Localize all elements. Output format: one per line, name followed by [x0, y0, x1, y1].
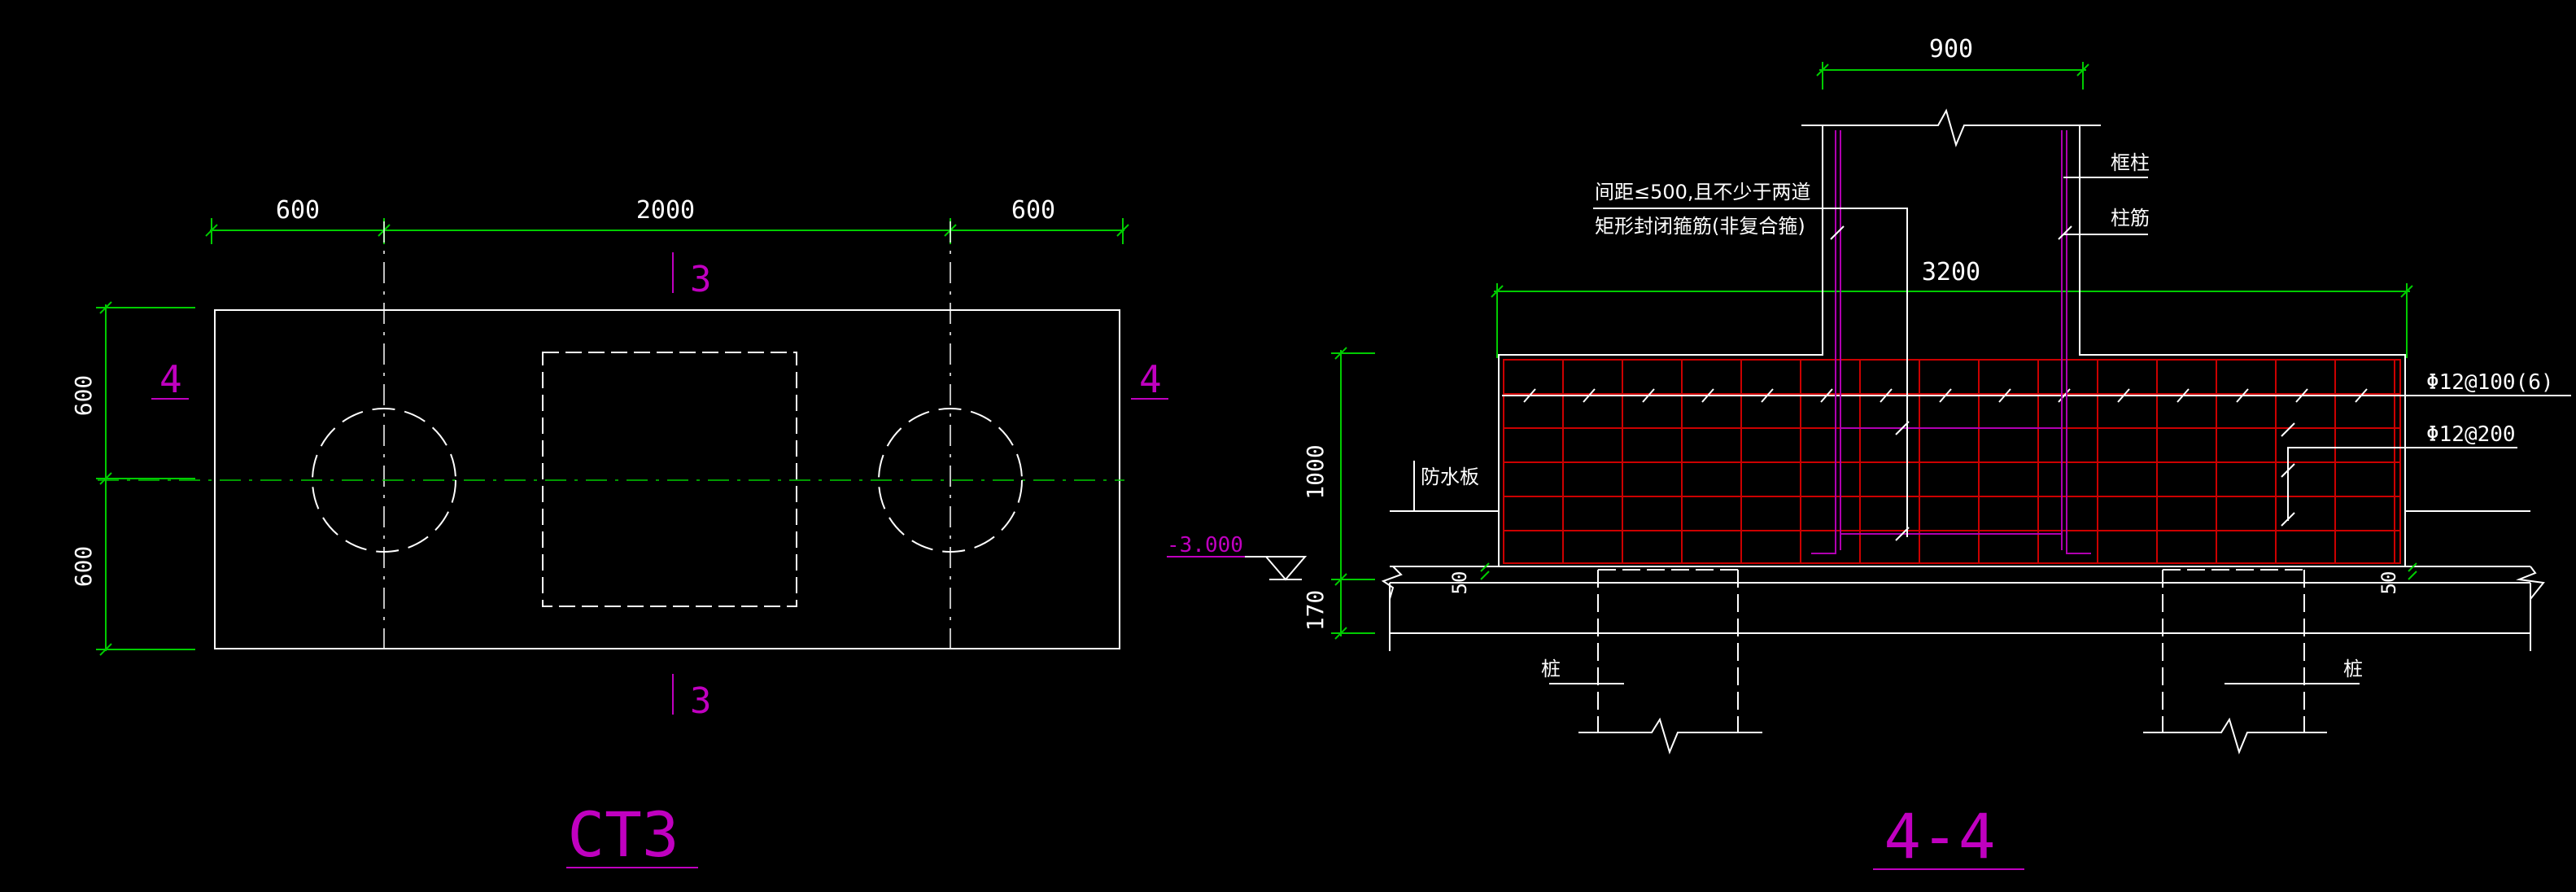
- section-mark-3-bottom-label: 3: [690, 680, 712, 722]
- section-mark-4-right-label: 4: [1139, 357, 1162, 401]
- pile-right: [2143, 569, 2360, 754]
- rebar-tick: [1939, 388, 1952, 403]
- section-title: 4-4: [1884, 800, 1995, 872]
- section-dim-cushion: 170: [1302, 590, 1329, 632]
- label-column-rebar: 柱筋: [2111, 207, 2150, 230]
- stirrup-note-line2: 矩形封闭箍筋(非复合箍): [1595, 215, 1805, 238]
- plan-dim-top-center: 2000: [636, 196, 695, 225]
- plan-dim-top-left: 600: [276, 196, 320, 225]
- label-rebar-top: Φ12@100(6): [2426, 370, 2554, 395]
- rebar-tick: [1998, 388, 2011, 403]
- pile-circle-right: [878, 408, 1023, 553]
- section-dim-cap-height: 1000: [1302, 444, 1329, 499]
- section-column-dimension: [1816, 62, 2089, 90]
- rebar-tick: [2295, 388, 2308, 403]
- pile-circle-left: [312, 408, 456, 553]
- section-dim-column-width: 900: [1929, 35, 1973, 63]
- rebar-tick: [2236, 388, 2249, 403]
- cover-dim-right: 50: [2377, 571, 2400, 595]
- label-pile-left: 桩: [1541, 658, 1561, 680]
- section-height-dimension: [1331, 347, 1375, 640]
- label-column: 框柱: [2111, 151, 2150, 174]
- label-waterproof: 防水板: [1421, 466, 1479, 488]
- plan-dim-left-top: 600: [70, 375, 97, 417]
- section-cap-dimension: [1491, 283, 2413, 358]
- cover-dim-marks: [1480, 562, 2417, 580]
- section-mark-3-top-label: 3: [690, 259, 712, 300]
- rebar-tick: [1761, 388, 1774, 403]
- plan-view: 600 2000 600 600 600: [70, 196, 1168, 871]
- plan-dim-left-bottom: 600: [70, 546, 97, 588]
- column-rebars: [1811, 130, 2091, 554]
- label-pile-right: 桩: [2343, 658, 2363, 680]
- pile-cap-section-outline: [1498, 125, 2406, 567]
- plan-dim-top-right: 600: [1011, 196, 1055, 225]
- section-dim-cap-width: 3200: [1922, 258, 1980, 286]
- rebar-tick: [1583, 388, 1596, 403]
- rebar-tick: [1880, 388, 1893, 403]
- elevation-label: -3.000: [1167, 533, 1243, 558]
- stirrup-note-line1: 间距≤500,且不少于两道: [1595, 181, 1811, 203]
- elevation-marker: [1245, 556, 1308, 581]
- rebar-tick: [1820, 388, 1833, 403]
- top-rebar-ticks: [1523, 388, 2368, 403]
- rebar-tick: [1701, 388, 1714, 403]
- rebar-tick: [2177, 388, 2190, 403]
- rebar-tick: [1523, 388, 1536, 403]
- section-mark-4-left-label: 4: [159, 357, 182, 401]
- column-footprint: [542, 352, 797, 607]
- plan-left-dimension: [96, 301, 195, 656]
- pile-cap-outline: [214, 309, 1120, 649]
- rebar-tick: [1642, 388, 1655, 403]
- plan-centerlines: [383, 221, 951, 651]
- plan-title: CT3: [567, 798, 679, 871]
- note-leaders: [1593, 177, 2571, 537]
- rebar-tick: [2117, 388, 2130, 403]
- column-break-line: [1801, 108, 2101, 148]
- label-rebar-side: Φ12@200: [2426, 422, 2516, 447]
- rebar-mesh: [1503, 359, 2400, 563]
- cushion-layer: [1389, 582, 2531, 651]
- rebar-tick: [2058, 388, 2071, 403]
- section-view: 900 3200 1000 170: [1167, 35, 2571, 872]
- waterproof-slab: [1381, 461, 2545, 600]
- pile-left: [1549, 569, 1762, 754]
- rebar-tick: [2355, 388, 2368, 403]
- rebar-cage-outline: [1503, 359, 2401, 564]
- cover-dim-left: 50: [1448, 571, 1471, 595]
